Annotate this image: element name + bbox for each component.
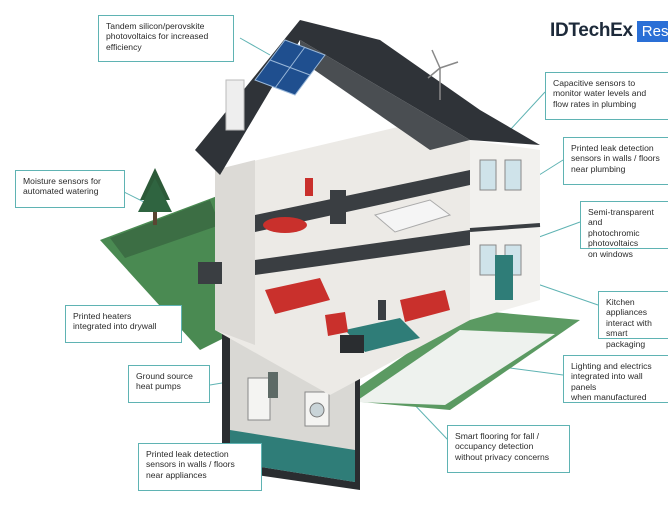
tree-icon [138, 168, 172, 225]
red-rug [263, 217, 307, 233]
idtechex-logo: IDTechEx Res [550, 18, 668, 44]
callout-flooring: Smart flooring for fall / occupancy dete… [447, 425, 570, 473]
callout-windows: Semi-transparent and photochromic photov… [580, 201, 668, 259]
fridge-icon [495, 255, 513, 300]
callout-kitchen: Kitchen appliances interact with smart p… [598, 291, 668, 349]
garden-bed [110, 200, 220, 258]
chimney [225, 79, 245, 131]
person-office-icon [305, 178, 313, 196]
callout-leak-appliances: Printed leak detection sensors in walls … [138, 443, 262, 491]
callout-lighting: Lighting and electrics integrated into w… [563, 355, 668, 403]
dining-rug [265, 278, 330, 314]
callout-leak-plumbing: Printed leak detection sensors in walls … [563, 137, 668, 185]
left-wall [215, 160, 255, 345]
callout-heaters: Printed heaters integrated into drywall [65, 305, 182, 343]
solar-panel-icon [254, 39, 326, 96]
brand-name: IDTechEx [550, 20, 633, 41]
wind-turbine-icon [427, 49, 459, 100]
person-living-icon [378, 300, 386, 320]
callout-ground: Ground source heat pumps [128, 365, 210, 403]
front-path [355, 330, 555, 405]
middle-floor-slab [255, 230, 470, 275]
armchair-icon [325, 312, 348, 336]
person-basement-icon [268, 372, 278, 398]
sofa-icon [400, 290, 450, 322]
heat-pump-unit [198, 262, 222, 284]
wardrobe-icon [330, 190, 346, 224]
boiler-icon [247, 377, 271, 421]
roof-inner [300, 40, 470, 150]
upper-floor-slab [255, 170, 470, 232]
callout-moisture: Moisture sensors for automated watering [15, 170, 125, 208]
brand-suffix: Res [636, 20, 668, 42]
callout-capacitive: Capacitive sensors to monitor water leve… [545, 72, 668, 120]
bed-icon [373, 199, 452, 233]
callout-solar: Tandem silicon/perovskite photovoltaics … [98, 15, 234, 62]
tv-icon [340, 335, 364, 353]
window-icon [479, 159, 497, 191]
